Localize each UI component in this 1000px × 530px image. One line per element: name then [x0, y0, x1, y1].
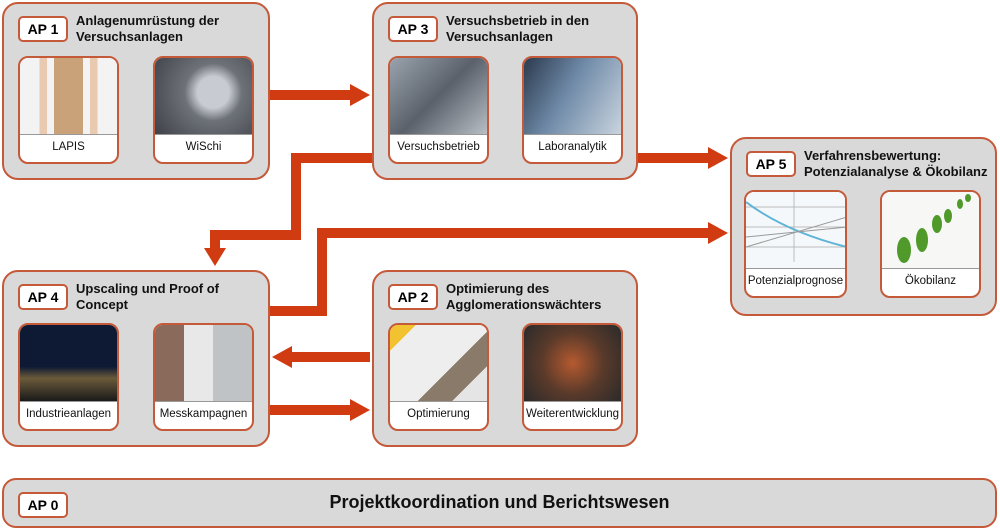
ap1-panel: AP 1 Anlagenumrüstung der Versuchsanlage… [2, 2, 270, 180]
card-label: Potenzialprognose [747, 275, 844, 287]
card-optimierung: Optimierung [388, 323, 489, 431]
card-potenzialprognose: Potenzialprognose [744, 190, 847, 298]
ap4-title: Upscaling und Proof of Concept [76, 281, 219, 312]
card-wischi: WiSchi [153, 56, 254, 164]
card-versuchsbetrieb: Versuchsbetrieb [388, 56, 489, 164]
card-weiterentwicklung: Weiterentwicklung [522, 323, 623, 431]
ap5-title: Verfahrensbewertung: Potenzialanalyse & … [804, 148, 988, 179]
card-label: WiSchi [185, 141, 222, 153]
ap3-panel: AP 3 Versuchsbetrieb in den Versuchsanla… [372, 2, 638, 180]
optimierung-photo [390, 325, 487, 402]
card-messkampagnen: Messkampagnen [153, 323, 254, 431]
card-label: Messkampagnen [159, 408, 248, 420]
wischi-photo [155, 58, 252, 135]
footprint-icon [897, 194, 971, 263]
card-label: Ökobilanz [904, 275, 957, 287]
versuchsbetrieb-photo [390, 58, 487, 135]
arrow-ap4-to-ap5 [270, 228, 710, 316]
messkampagnen-photo [155, 325, 252, 402]
card-label: LAPIS [52, 141, 85, 153]
ap0-panel: AP 0 Projektkoordination und Berichtswes… [2, 478, 997, 528]
card-label: Optimierung [407, 408, 470, 420]
laboranalytik-photo [524, 58, 621, 135]
card-label: Versuchsbetrieb [397, 141, 480, 153]
ap3-badge: AP 3 [388, 16, 438, 42]
ap4-panel: AP 4 Upscaling und Proof of Concept Indu… [2, 270, 270, 447]
ap0-badge: AP 0 [18, 492, 68, 518]
card-label: Laboranalytik [538, 141, 607, 153]
arrow-ap3-to-ap4 [210, 153, 372, 250]
weiterentwicklung-photo [524, 325, 621, 402]
lapis-diagram-image [20, 58, 117, 135]
ap4-badge: AP 4 [18, 284, 68, 310]
card-lapis: LAPIS [18, 56, 119, 164]
ap5-badge: AP 5 [746, 151, 796, 177]
card-label: Weiterentwicklung [525, 408, 620, 420]
ap2-panel: AP 2 Optimierung des Agglomerationswächt… [372, 270, 638, 447]
ap1-badge: AP 1 [18, 16, 68, 42]
potenzial-chart-image [746, 192, 845, 269]
ap5-panel: AP 5 Verfahrensbewertung: Potenzialanaly… [730, 137, 997, 316]
chart-thumbnail-icon [746, 192, 845, 262]
footprints-image [882, 192, 979, 269]
ap3-title: Versuchsbetrieb in den Versuchsanlagen [446, 13, 590, 44]
ap1-title: Anlagenumrüstung der Versuchsanlagen [76, 13, 220, 44]
card-industrieanlagen: Industrieanlagen [18, 323, 119, 431]
ap0-title: Projektkoordination und Berichtswesen [329, 492, 670, 512]
ap2-badge: AP 2 [388, 284, 438, 310]
ap2-title: Optimierung des Agglomerationswächters [446, 281, 602, 312]
card-laboranalytik: Laboranalytik [522, 56, 623, 164]
card-label: Industrieanlagen [25, 408, 112, 420]
card-oekobilanz: Ökobilanz [880, 190, 981, 298]
industrieanlagen-photo [20, 325, 117, 402]
